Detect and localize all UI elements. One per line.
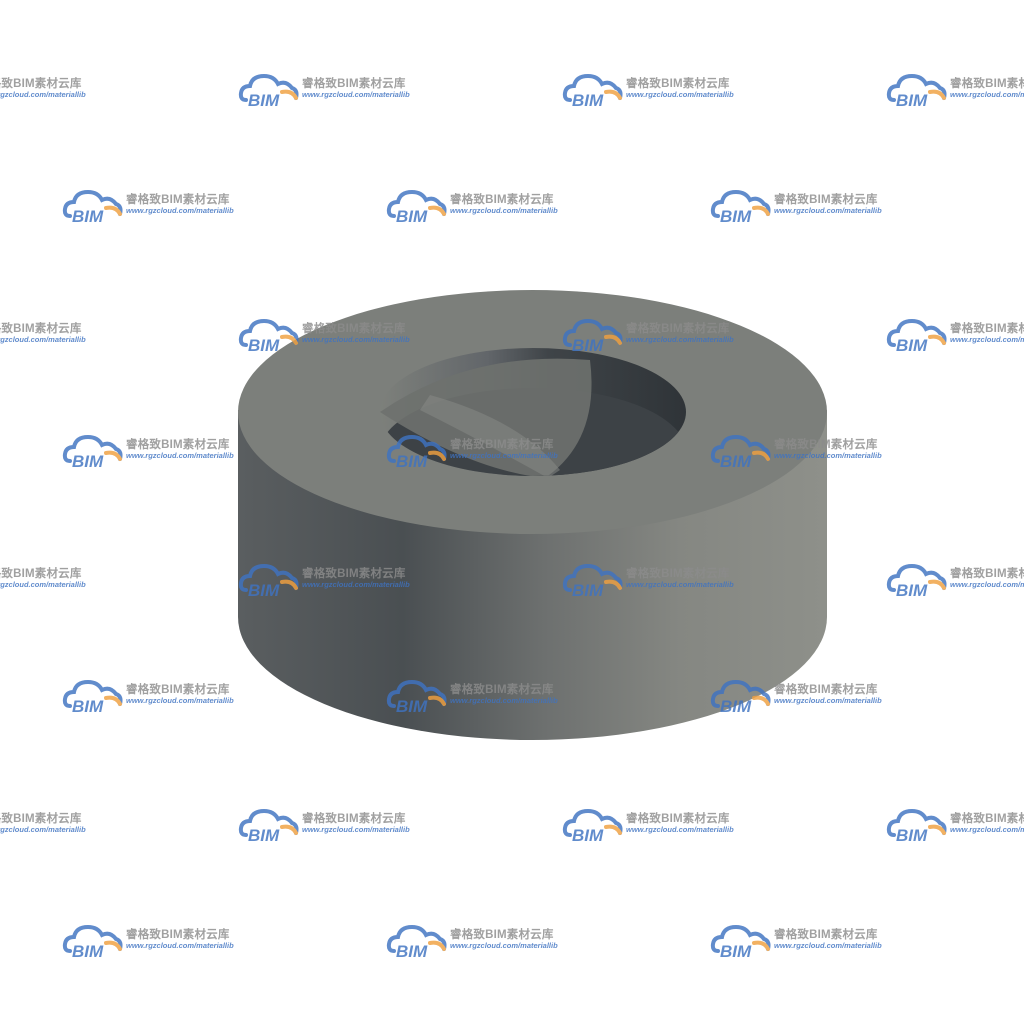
ring-model [238,290,827,740]
canvas: BIM睿格致BIM素材云库www.rgzcloud.com/materialli… [0,73,1024,961]
